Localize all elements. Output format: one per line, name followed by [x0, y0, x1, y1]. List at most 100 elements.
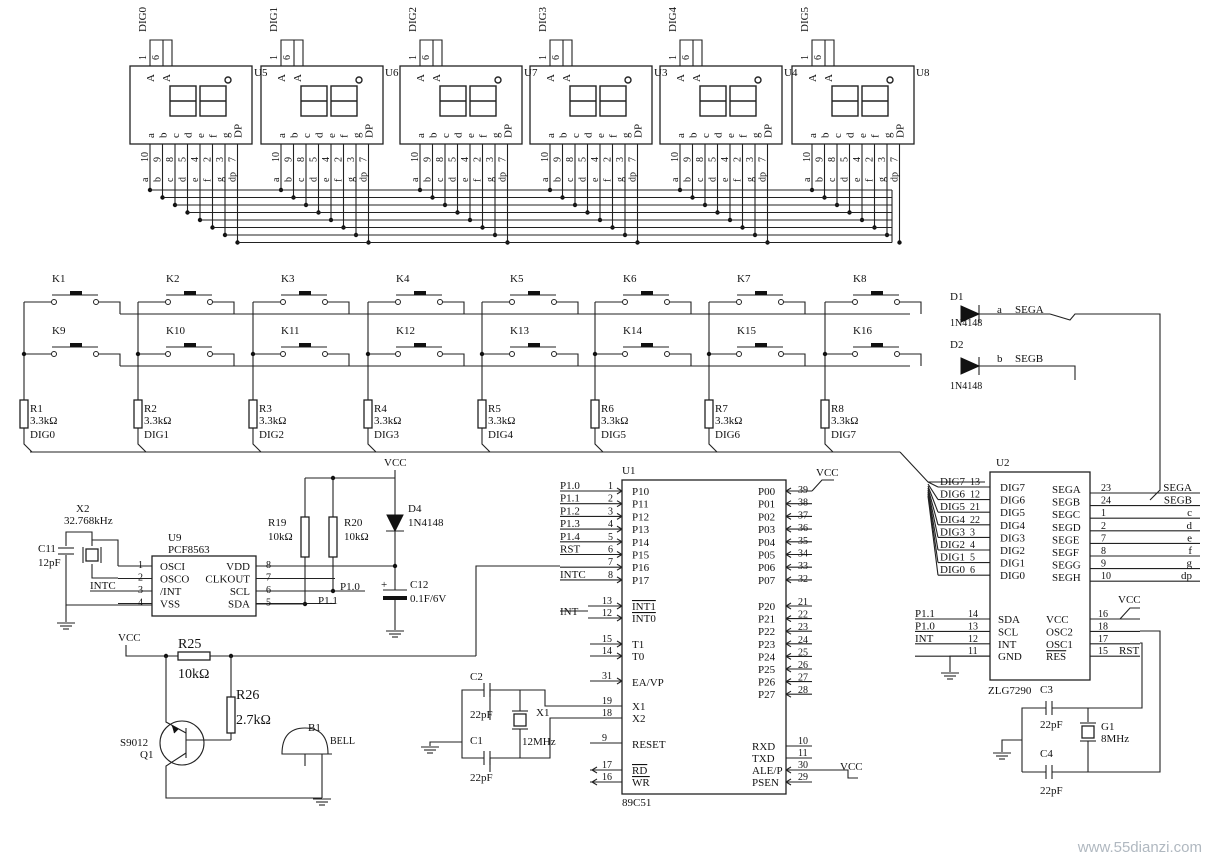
bus-label: c — [296, 177, 307, 182]
u1-net-label: INTC — [560, 569, 586, 581]
segment-label: b — [688, 132, 700, 138]
u2-pin-name: DIG5 — [1000, 507, 1026, 519]
pin-number: 2 — [473, 157, 484, 162]
bus-label: b — [815, 177, 826, 182]
seven-seg-display-u3 — [529, 65, 653, 145]
dig-fanout — [927, 487, 939, 525]
pin-number: 5 — [608, 532, 613, 543]
pin-number: 16 — [1098, 609, 1108, 620]
anode-label: A — [431, 74, 443, 82]
decimal-point — [355, 76, 363, 84]
segment-label: b — [820, 132, 832, 138]
segment-label: DP — [233, 124, 245, 138]
u2-seg-name: SEGH — [1052, 572, 1081, 584]
resistor-value: 3.3kΩ — [831, 415, 858, 427]
key-label: K8 — [853, 273, 867, 285]
u2-seg-name: SEGD — [1052, 522, 1081, 534]
pin-number: 14 — [602, 646, 612, 657]
diode-d2 — [960, 357, 981, 375]
u1-pin-name: PSEN — [752, 777, 779, 789]
u2-part: ZLG7290 — [988, 685, 1032, 697]
resistor-r7 — [704, 399, 714, 429]
c11-value: 12pF — [38, 557, 61, 569]
bus-label: c — [565, 177, 576, 182]
u2-seg-net: SEGB — [1164, 495, 1192, 507]
u1-net-label: P1.0 — [560, 480, 580, 492]
components — [19, 65, 1096, 806]
u9-part: PCF8563 — [168, 544, 210, 556]
resistor-r2 — [133, 399, 143, 429]
resistor-net: DIG6 — [715, 429, 741, 441]
pin-number: 2 — [608, 494, 613, 505]
vcc-label: VCC — [816, 467, 839, 479]
c1-ref: C1 — [470, 735, 483, 747]
resistor-r20 — [328, 516, 338, 558]
u1-pin-name: ALE/P — [752, 765, 783, 777]
key-label: K1 — [52, 273, 65, 285]
net-p11: P1.1 — [318, 595, 338, 607]
bus-label: dp — [890, 172, 901, 182]
transistor-arrow — [171, 725, 179, 734]
u9-ref: U9 — [168, 532, 182, 544]
pin-number: 7 — [628, 157, 639, 162]
pin-number: 4 — [608, 519, 613, 530]
resistor-value: 3.3kΩ — [259, 415, 286, 427]
bus-label: c — [435, 177, 446, 182]
u2-pin-name: OSC2 — [1046, 626, 1073, 638]
top-pin-link — [149, 39, 173, 66]
segment-label: DP — [503, 124, 515, 138]
key-k7 — [778, 299, 784, 305]
segment-label: b — [158, 132, 170, 138]
junction-dot — [706, 351, 712, 357]
junction-dot — [21, 351, 27, 357]
key-wire — [96, 301, 121, 314]
dig-fanout — [927, 485, 939, 513]
pin-number: 7 — [228, 157, 239, 162]
key-k16 — [871, 343, 883, 347]
u2-gnd-wire — [949, 655, 990, 672]
dig-fanout — [927, 483, 939, 500]
pin-number: 4 — [190, 157, 201, 162]
pin-number: 3 — [138, 585, 143, 596]
bus-label: d — [178, 177, 189, 182]
pin-number: 17 — [1098, 634, 1108, 645]
vcc-label: VCC — [384, 457, 407, 469]
pin-number: 13 — [970, 477, 980, 488]
pin-number: 9 — [815, 157, 826, 162]
key-k11 — [280, 351, 286, 357]
u1-pin-name: P24 — [758, 651, 776, 663]
key-k1 — [93, 299, 99, 305]
resistor-lead — [594, 428, 604, 453]
u1-part: 89C51 — [622, 797, 651, 809]
bus-label: f — [733, 178, 744, 182]
key-label: K12 — [396, 325, 415, 337]
segment-label: f — [478, 134, 490, 138]
pin-number: 4 — [138, 598, 143, 609]
pin-number: 34 — [798, 549, 808, 560]
key-k15 — [736, 351, 742, 357]
crystal-x1 — [513, 713, 527, 727]
resistor-ref: R3 — [259, 403, 272, 415]
pin-number: 22 — [798, 610, 808, 621]
u1-pin-name: P21 — [758, 614, 775, 626]
segment-label: b — [558, 132, 570, 138]
pin-number: 10 — [271, 152, 282, 162]
pin-number: 3 — [615, 157, 626, 162]
r19-ref: R19 — [268, 517, 287, 529]
segment-label: d — [183, 132, 195, 138]
anode-label: A — [276, 74, 288, 82]
pin-number: 8 — [296, 157, 307, 162]
pin-number: 5 — [448, 157, 459, 162]
segment-label: f — [870, 134, 882, 138]
segment-label: c — [570, 133, 582, 138]
segment-label: b — [428, 132, 440, 138]
key-label: K5 — [510, 273, 524, 285]
u1-pin-name: P06 — [758, 562, 776, 574]
c11-wire — [65, 531, 93, 546]
bus-label: dp — [498, 172, 509, 182]
u1-pin-name: INT1 — [632, 601, 656, 613]
u2-seg-net: g — [1187, 558, 1193, 570]
junction-dot — [365, 351, 371, 357]
display-ref: U3 — [654, 67, 668, 79]
pin-number: 8 — [827, 157, 838, 162]
